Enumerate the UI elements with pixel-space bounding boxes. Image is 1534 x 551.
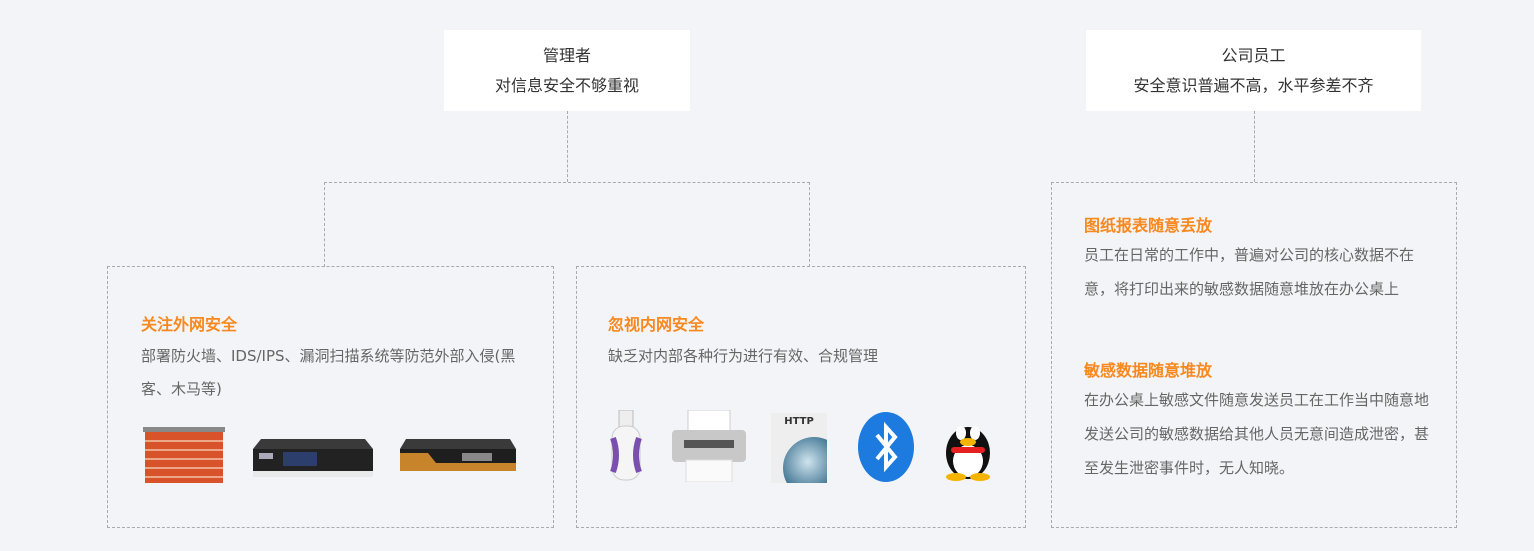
- bluetooth-icon: [858, 412, 914, 482]
- staff-role: 公司员工: [1221, 46, 1286, 65]
- manager-desc: 对信息安全不够重视: [494, 76, 639, 95]
- firewall-icon: [143, 427, 225, 483]
- staff-box: 公司员工 安全意识普遍不高，水平参差不齐: [1086, 30, 1421, 111]
- printer-icon: [672, 410, 746, 482]
- staff-desc: 安全意识普遍不高，水平参差不齐: [1133, 76, 1374, 95]
- connector-bracket: [324, 182, 810, 267]
- panel-title: 忽视内网安全: [608, 315, 705, 334]
- connector-line: [1254, 111, 1255, 182]
- panel-body: 缺乏对内部各种行为进行有效、合规管理: [608, 347, 879, 365]
- issue-body: 员工在日常的工作中，普遍对公司的核心数据不在意，将打印出来的敏感数据随意堆放在办…: [1084, 246, 1415, 298]
- staff-issues-panel: 图纸报表随意丢放 员工在日常的工作中，普遍对公司的核心数据不在意，将打印出来的敏…: [1051, 182, 1457, 528]
- manager-role: 管理者: [542, 46, 591, 65]
- internal-security-panel: 忽视内网安全 缺乏对内部各种行为进行有效、合规管理 HTTP: [576, 266, 1026, 528]
- issue-body: 在办公桌上敏感文件随意发送员工在工作当中随意地发送公司的敏感数据给其他人员无意间…: [1084, 391, 1430, 477]
- manager-box: 管理者 对信息安全不够重视: [444, 30, 690, 111]
- panel-title: 关注外网安全: [141, 315, 238, 334]
- panel-body: 部署防火墙、IDS/IPS、漏洞扫描系统等防范外部入侵(黑客、木马等): [141, 347, 516, 398]
- ids-appliance-icon: [253, 439, 373, 477]
- connector-line: [567, 111, 568, 182]
- usb-drive-icon: [610, 410, 642, 481]
- issue-title: 敏感数据随意堆放: [1084, 361, 1213, 380]
- http-label: HTTP: [784, 416, 814, 427]
- qq-penguin-icon: [946, 426, 990, 481]
- external-security-panel: 关注外网安全 部署防火墙、IDS/IPS、漏洞扫描系统等防范外部入侵(黑客、木马…: [107, 266, 554, 528]
- http-globe-icon: HTTP: [771, 413, 827, 483]
- issue-title: 图纸报表随意丢放: [1084, 216, 1213, 235]
- ips-appliance-icon: [400, 439, 516, 471]
